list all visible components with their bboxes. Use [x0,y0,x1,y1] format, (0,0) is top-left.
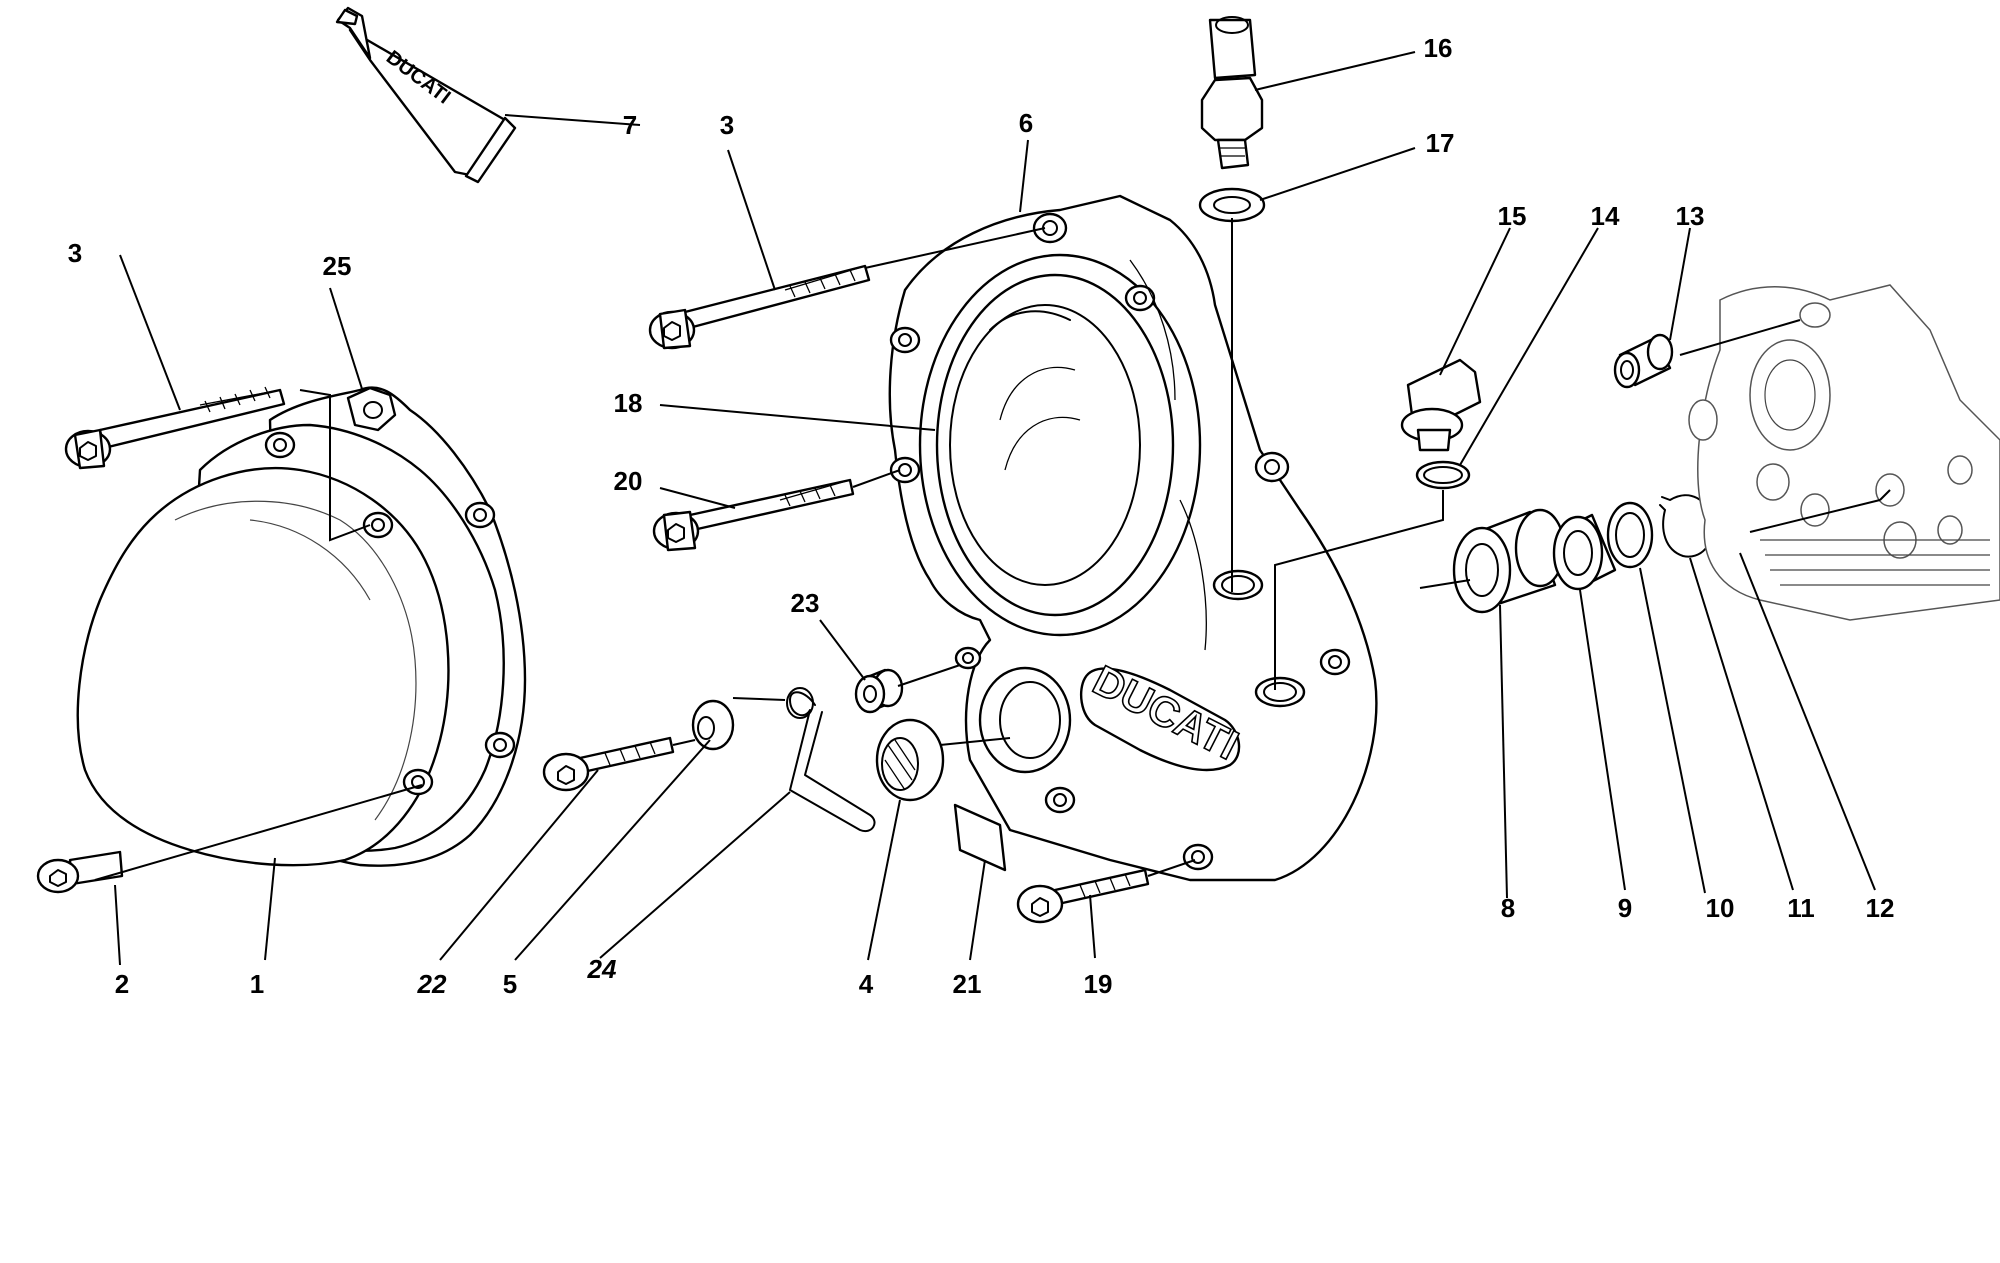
part-ring-10[interactable] [1606,501,1654,569]
callout-23: 23 [791,588,820,618]
part-clutch-cover[interactable] [76,386,527,867]
part-plug-15[interactable] [1400,358,1482,452]
callout-12: 12 [1866,893,1895,923]
callout-20: 20 [614,466,643,496]
part-washer-5[interactable] [691,699,735,751]
part-bolt-3-left[interactable] [64,386,286,470]
callout-11: 11 [1787,893,1815,923]
callout-10: 10 [1706,893,1735,923]
part-bolt-22[interactable] [542,736,675,792]
part-wire-clip-24[interactable] [786,687,876,833]
callout-8: 8 [1501,893,1515,923]
part-bearing-9[interactable] [1552,513,1617,591]
part-bolt-2[interactable] [36,850,124,894]
callout-13: 13 [1676,201,1705,231]
part-pad-21[interactable] [953,803,1007,872]
callout-14: 14 [1591,201,1620,231]
callout-6: 6 [1019,108,1033,138]
part-bolt-20[interactable] [652,478,855,552]
callout-7: 7 [623,110,637,140]
part-sleeve-8[interactable] [1452,508,1566,614]
callout-4: 4 [859,969,874,999]
part-bolt-3-center[interactable] [648,264,871,350]
callout-1: 1 [250,969,264,999]
part-sealant-tube[interactable]: DUCATI [335,6,517,184]
part-dowel-13[interactable] [1613,333,1674,389]
callout-2: 2 [115,969,129,999]
callout-3-left: 3 [68,238,82,268]
callout-19: 19 [1084,969,1113,999]
callout-25: 25 [323,251,352,281]
part-oring-14[interactable] [1415,460,1471,490]
callout-24: 24 [587,954,617,984]
callout-5: 5 [503,969,517,999]
callout-15: 15 [1498,201,1527,231]
callout-3-center: 3 [720,110,734,140]
part-sensor-16[interactable] [1200,16,1264,170]
part-crankcase-cover[interactable]: DUCATI [888,194,1378,882]
part-bolt-19[interactable] [1016,868,1150,924]
callout-22: 22 [417,969,447,999]
callout-21: 21 [953,969,982,999]
leader-lines [94,51,1891,966]
callout-17: 17 [1426,128,1455,158]
part-washer-17[interactable] [1198,187,1266,223]
part-bushing-23[interactable] [854,668,904,714]
callout-labels: 1 2 3 3 4 5 6 7 8 9 10 11 12 13 14 15 16… [68,33,1895,999]
part-oil-seal-4[interactable] [875,718,945,802]
callout-9: 9 [1618,893,1632,923]
callout-16: 16 [1424,33,1453,63]
callout-18: 18 [614,388,643,418]
engine-casing-reference [1688,284,2000,621]
